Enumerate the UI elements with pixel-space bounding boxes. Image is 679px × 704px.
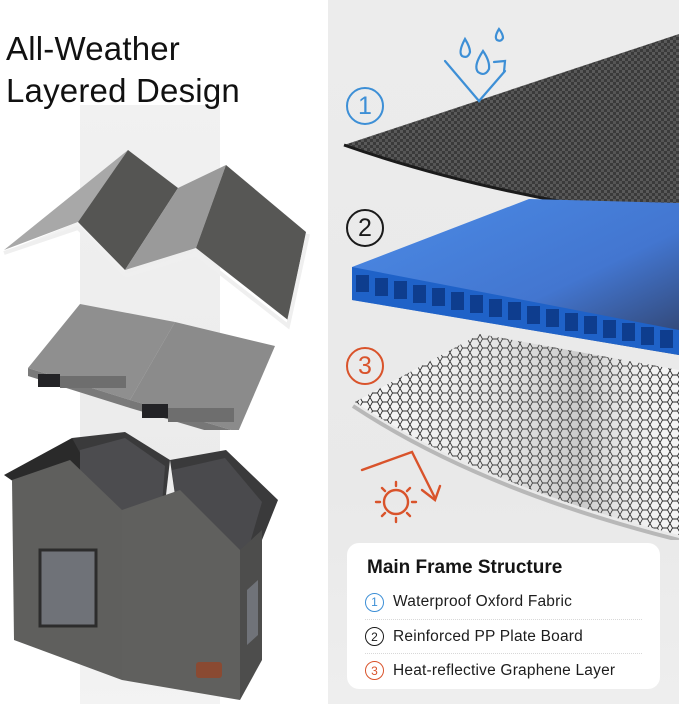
layer-3-badge: 3	[346, 347, 384, 385]
floor-cushion-image	[28, 304, 275, 430]
graphene-layer	[351, 334, 679, 540]
legend-label: Heat-reflective Graphene Layer	[393, 661, 616, 679]
sun-reflection-icon	[360, 450, 442, 524]
title-line-2: Layered Design	[6, 72, 240, 109]
cat-house-body-image	[4, 432, 278, 700]
folding-roof-panel-image	[3, 150, 310, 330]
title-line-1: All-Weather	[6, 30, 180, 67]
legend-item: 2 Reinforced PP Plate Board	[365, 619, 642, 653]
legend-item: 3 Heat-reflective Graphene Layer	[365, 653, 642, 687]
legend-card: Main Frame Structure 1 Waterproof Oxford…	[347, 543, 660, 689]
legend-number-1: 1	[365, 592, 384, 612]
legend-title: Main Frame Structure	[367, 557, 563, 578]
legend-number-2: 2	[365, 627, 384, 646]
legend-number-3: 3	[365, 661, 384, 680]
page-title: All-Weather Layered Design	[6, 28, 240, 112]
left-panel: All-Weather Layered Design	[0, 0, 328, 704]
pp-plate-board-layer	[352, 199, 679, 355]
legend-item: 1 Waterproof Oxford Fabric	[365, 585, 642, 619]
legend-label: Waterproof Oxford Fabric	[393, 593, 573, 610]
layer-1-badge: 1	[346, 87, 384, 125]
water-repellent-icon	[443, 27, 507, 103]
layer-2-badge: 2	[346, 209, 384, 247]
legend-label: Reinforced PP Plate Board	[393, 627, 583, 645]
